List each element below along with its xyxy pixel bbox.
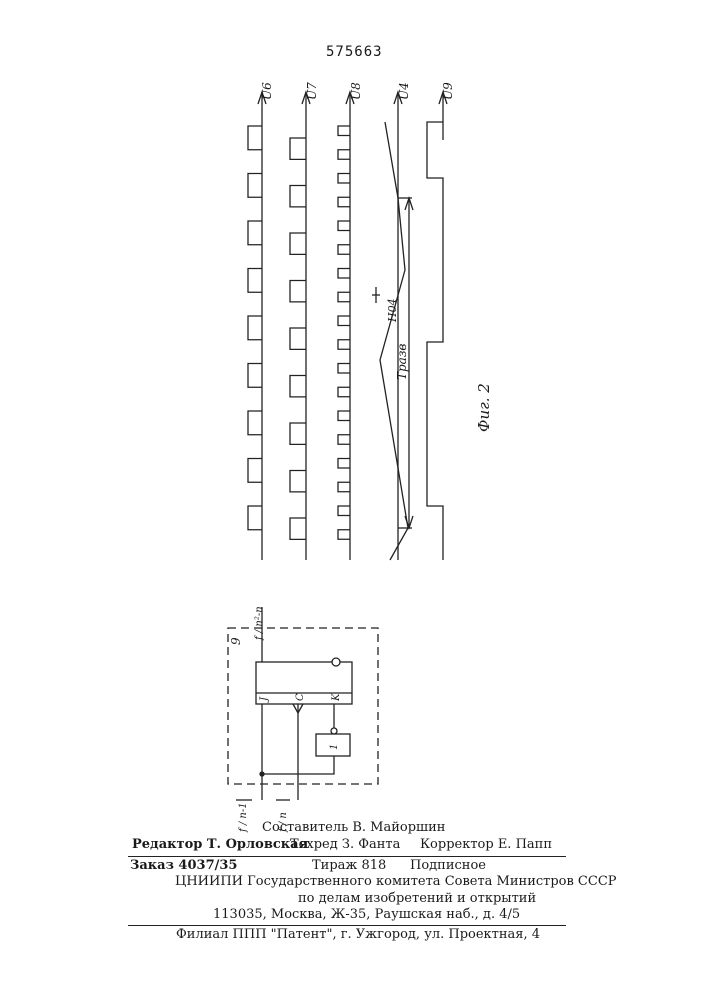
pulse bbox=[248, 221, 262, 245]
label-t-razv: Tразв bbox=[395, 344, 409, 380]
pulse bbox=[338, 506, 350, 516]
pulse-train-u8 bbox=[338, 126, 350, 539]
pulse bbox=[338, 364, 350, 374]
circulation: Тираж 818 bbox=[312, 858, 386, 873]
composer: Составитель В. Майоршин bbox=[262, 820, 445, 835]
pulse bbox=[338, 459, 350, 469]
pulse bbox=[338, 292, 350, 302]
rule-bottom bbox=[128, 925, 566, 926]
pulse bbox=[290, 423, 306, 444]
pulse bbox=[248, 269, 262, 293]
pulse bbox=[248, 364, 262, 388]
techred: Техред З. Фанта bbox=[290, 837, 400, 852]
figure-label: Фиг. 2 bbox=[475, 383, 493, 432]
institute: ЦНИИПИ Государственного комитета Совета … bbox=[175, 874, 617, 889]
pulse bbox=[338, 269, 350, 279]
output-bubble bbox=[332, 658, 340, 666]
pulse bbox=[248, 174, 262, 198]
pulse bbox=[338, 245, 350, 255]
label-output-freq: f / n²-n bbox=[254, 606, 265, 641]
pulse bbox=[338, 435, 350, 445]
pulse bbox=[338, 411, 350, 421]
label-u4: U4 bbox=[397, 82, 411, 100]
label-h04: H04 bbox=[386, 298, 399, 323]
pulse bbox=[290, 233, 306, 254]
pulse bbox=[338, 197, 350, 207]
address: 113035, Москва, Ж-35, Раушская наб., д. … bbox=[213, 907, 520, 922]
schematic-labels: 9 J C K 1 f / n²-n f / n-1 f / n bbox=[229, 606, 342, 833]
pulse bbox=[248, 506, 262, 530]
pulse bbox=[338, 174, 350, 184]
label-u6: U6 bbox=[260, 82, 274, 100]
inverter-bubble bbox=[331, 728, 337, 734]
pulse bbox=[248, 459, 262, 483]
flip-flop-schematic bbox=[228, 607, 378, 800]
block-boundary bbox=[228, 628, 378, 784]
pulse bbox=[290, 186, 306, 207]
corrector: Корректор Е. Папп bbox=[420, 837, 552, 852]
label-block-9: 9 bbox=[229, 637, 243, 645]
pulse bbox=[338, 316, 350, 326]
pulse bbox=[248, 126, 262, 150]
waveform-u4 bbox=[380, 122, 408, 560]
pulse bbox=[290, 138, 306, 159]
label-pin-c: C bbox=[295, 693, 306, 701]
pulse bbox=[338, 221, 350, 231]
pulse bbox=[338, 150, 350, 160]
pulse bbox=[290, 471, 306, 492]
label-u9: U9 bbox=[441, 82, 455, 100]
pulse-train-u7 bbox=[290, 138, 306, 539]
pulse bbox=[248, 411, 262, 435]
label-pin-k: K bbox=[331, 693, 342, 702]
axis-u7 bbox=[302, 92, 310, 560]
branch: Филиал ППП "Патент", г. Ужгород, ул. Про… bbox=[176, 927, 540, 942]
waveform-u9 bbox=[427, 122, 443, 560]
subscription: Подписное bbox=[410, 858, 486, 873]
label-inverter: 1 bbox=[329, 744, 340, 750]
order: Заказ 4037/35 bbox=[130, 858, 237, 873]
label-u7: U7 bbox=[305, 82, 319, 100]
pulse bbox=[338, 126, 350, 136]
pulse bbox=[290, 328, 306, 349]
pulse bbox=[290, 376, 306, 397]
pulse bbox=[290, 518, 306, 539]
pulse bbox=[290, 281, 306, 302]
label-pin-j: J bbox=[259, 696, 270, 703]
pulse bbox=[338, 530, 350, 540]
label-input-1: f / n-1 bbox=[238, 802, 249, 833]
rule-top bbox=[128, 856, 566, 857]
axis-u4 bbox=[394, 92, 402, 560]
timing-diagram bbox=[248, 92, 447, 560]
label-u8: U8 bbox=[349, 82, 363, 100]
waveform-labels: U6 U7 U8 U4 U9 H04 Tразв Фиг. 2 bbox=[260, 82, 493, 432]
pulse bbox=[338, 340, 350, 350]
pulse bbox=[248, 316, 262, 340]
pulse-train-u6 bbox=[248, 126, 262, 530]
pulse bbox=[338, 482, 350, 492]
axis-u6 bbox=[258, 92, 266, 560]
affairs: по делам изобретений и открытий bbox=[298, 891, 536, 906]
editor: Редактор Т. Орловская bbox=[132, 837, 308, 852]
pulse bbox=[338, 387, 350, 397]
